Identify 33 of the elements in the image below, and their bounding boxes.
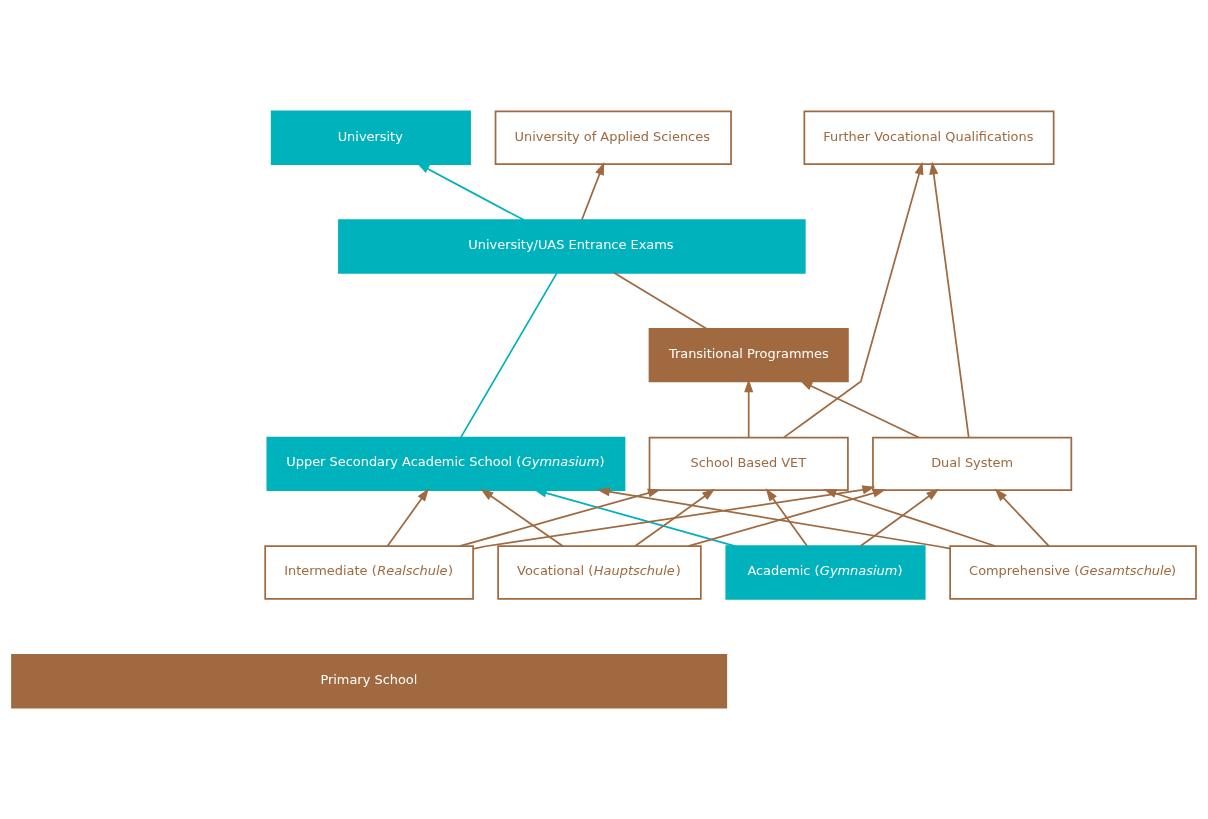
connector (613, 271, 708, 330)
node-box: University of Applied Sciences (494, 110, 732, 165)
arrow (994, 488, 1050, 547)
arrow (929, 161, 970, 439)
arrow (744, 379, 754, 439)
node-box: University/UAS Entrance Exams (338, 219, 806, 274)
arrow (799, 380, 920, 439)
arrow (533, 488, 736, 548)
arrow (765, 488, 808, 547)
node-box: Intermediate (Realschule) (264, 545, 474, 600)
arrow (386, 488, 429, 547)
node-box: Academic (Gymnasium) (725, 545, 926, 600)
node-box: School Based VET (648, 436, 849, 492)
node-box: Transitional Programmes (648, 327, 849, 383)
connector (460, 272, 558, 439)
arrow (859, 488, 940, 547)
arrow (416, 162, 525, 221)
arrow (596, 487, 951, 550)
arrow (783, 161, 924, 439)
arrow (687, 488, 886, 548)
arrow (458, 488, 661, 548)
node-box: Comprehensive (Gesamtschule) (949, 545, 1197, 600)
arrow (480, 488, 564, 547)
arrow (634, 488, 716, 547)
node-box: Vocational (Hauptschule) (497, 545, 702, 600)
node-box: University (270, 110, 471, 165)
arrow (580, 161, 605, 221)
arrow (823, 489, 997, 548)
node-box: Upper Secondary Academic School (Gymnasium) (266, 436, 626, 492)
arrow (472, 485, 876, 550)
node-box: Primary School (11, 654, 728, 709)
node-box: Further Vocational Qualifications (803, 110, 1055, 165)
node-box: Dual System (872, 436, 1073, 492)
